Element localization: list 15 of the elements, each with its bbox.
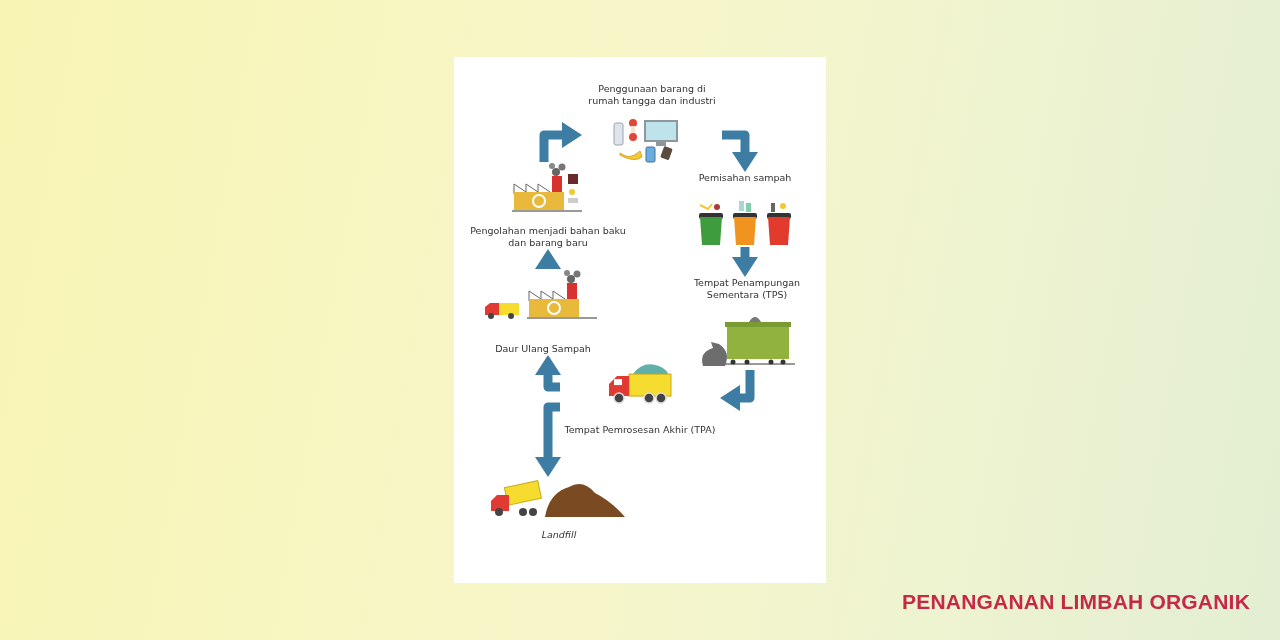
step-label: Tempat Pemrosesan Akhir (TPA) <box>564 424 716 436</box>
flow-arrow <box>732 247 758 277</box>
flow-arrow <box>720 370 755 411</box>
step-label: Daur Ulang Sampah <box>495 343 591 355</box>
flow-arrow <box>535 402 561 477</box>
flow-arrow <box>535 355 561 392</box>
step-label: Landfill <box>541 529 577 541</box>
step-label: Pemisahan sampah <box>698 172 792 184</box>
flow-arrow <box>539 122 582 162</box>
page-title: PENANGANAN LIMBAH ORGANIK <box>902 590 1250 614</box>
step-label: Pengolahan menjadi bahan baku dan barang baru <box>469 225 627 249</box>
step-label: Tempat Penampungan Sementara (TPS) <box>692 277 802 301</box>
step-label: Penggunaan barang di rumah tangga dan industri <box>587 83 717 107</box>
flow-arrow <box>535 249 561 269</box>
flow-arrow <box>722 130 758 172</box>
